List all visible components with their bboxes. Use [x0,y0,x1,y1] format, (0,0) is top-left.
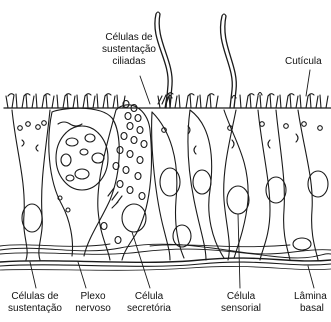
label-sensory-line2: sensorial [214,303,268,315]
sensory-cell-center [173,110,224,260]
label-nerve-plexus: Plexo nervoso [70,291,116,315]
secretory-cell-granular [98,101,152,261]
leader-ciliated-support [140,76,150,104]
support-cells-right [258,110,328,260]
label-secretory-line2: secretória [118,303,180,315]
label-plexus-line2: nervoso [70,303,116,315]
ciliated-support-cell [152,95,184,260]
label-ciliated-support-cells: Células de sustentação ciliadas [88,32,170,68]
label-sensory-line1: Célula [214,291,268,303]
label-sensory-cell: Célula sensorial [214,291,268,315]
label-support-cells: Células de sustentação [0,291,70,315]
label-secretory-cell: Célula secretória [118,291,180,315]
sensory-cell-right [224,110,249,260]
leader-cuticle [306,70,310,96]
label-lamina-line2: basal [292,303,331,315]
label-cuticle: Cutícula [285,56,322,68]
label-support-line1: Células de [0,291,70,303]
label-support-line2: sustentação [0,303,70,315]
basal-lamina [0,258,331,270]
sensory-cilia [155,12,262,108]
nerve-plexus [0,244,331,258]
leader-support-cells [30,262,36,288]
support-cell-left [12,110,50,260]
label-ciliated-line3: ciliadas [88,56,170,68]
label-secretory-line1: Célula [118,291,180,303]
leader-secretory-cell [132,232,150,288]
label-lamina-line1: Lâmina [292,291,331,303]
secretory-cell-vacuolated [49,108,119,256]
label-plexus-line1: Plexo [70,291,116,303]
label-basal-lamina: Lâmina basal [292,291,331,315]
leader-sensory-cell [238,214,240,288]
label-ciliated-line2: sustentação [88,44,170,56]
label-ciliated-line1: Células de [88,32,170,44]
